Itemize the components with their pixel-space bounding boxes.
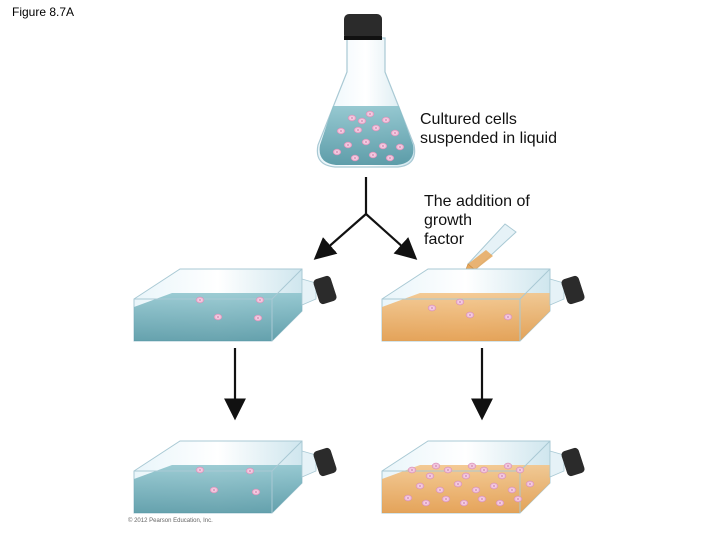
cell-icon: [435, 486, 445, 494]
culture-flask: [316, 14, 416, 168]
cell-icon: [368, 151, 378, 159]
cell-icon: [357, 117, 367, 125]
cell-icon: [479, 466, 489, 474]
callout-line: Cultured cells: [420, 111, 517, 128]
cell-icon: [525, 480, 535, 488]
dish-cap-icon: [313, 275, 337, 305]
copyright-text: © 2012 Pearson Education, Inc.: [128, 518, 213, 524]
cell-icon: [195, 466, 205, 474]
cell-icon: [336, 127, 346, 135]
cell-icon: [467, 462, 477, 470]
dish-cells: [195, 296, 535, 507]
cell-icon: [453, 480, 463, 488]
cell-icon: [459, 499, 469, 507]
cell-icon: [425, 472, 435, 480]
cell-icon: [332, 148, 342, 156]
cell-icon: [255, 296, 265, 304]
cell-icon: [515, 466, 525, 474]
flask-cells: [332, 110, 405, 162]
dish-cap-icon: [313, 447, 337, 477]
cell-icon: [353, 126, 363, 134]
cell-icon: [245, 467, 255, 475]
cell-icon: [390, 129, 400, 137]
cell-icon: [251, 488, 261, 496]
cell-icon: [343, 141, 353, 149]
cell-icon: [381, 116, 391, 124]
split-arrow: [313, 177, 418, 260]
cell-icon: [195, 296, 205, 304]
callout-line: growth: [424, 212, 473, 229]
callout-cultured-cells: Cultured cells suspended in liquid: [420, 110, 557, 148]
cell-icon: [213, 313, 223, 321]
cell-icon: [395, 143, 405, 151]
cell-icon: [513, 495, 523, 503]
cell-icon: [497, 472, 507, 480]
cell-icon: [371, 124, 381, 132]
cell-icon: [441, 495, 451, 503]
cell-icon: [455, 298, 465, 306]
cell-icon: [347, 114, 357, 122]
dish-cap-icon: [561, 447, 585, 477]
cell-icon: [477, 495, 487, 503]
cell-icon: [427, 304, 437, 312]
culture-dish-top-right: [381, 268, 585, 342]
culture-dish-bottom-left: [133, 440, 337, 514]
cell-icon: [495, 499, 505, 507]
cell-icon: [385, 154, 395, 162]
callout-line: The addition of: [424, 193, 530, 210]
cell-icon: [361, 138, 371, 146]
cell-icon: [403, 494, 413, 502]
cell-icon: [461, 472, 471, 480]
cell-icon: [415, 482, 425, 490]
callout-growth-factor: The addition of growth factor: [424, 192, 530, 249]
cell-icon: [253, 314, 263, 322]
culture-dish-bottom-right: [381, 440, 585, 514]
cell-icon: [503, 313, 513, 321]
cell-icon: [421, 499, 431, 507]
cell-icon: [489, 482, 499, 490]
culture-dish-top-left: [133, 268, 337, 342]
cell-icon: [507, 486, 517, 494]
cell-icon: [465, 311, 475, 319]
cell-icon: [407, 466, 417, 474]
callout-line: suspended in liquid: [420, 130, 557, 147]
cell-icon: [443, 466, 453, 474]
cell-icon: [365, 110, 375, 118]
cell-icon: [350, 154, 360, 162]
cell-icon: [471, 486, 481, 494]
down-arrows: [224, 348, 493, 421]
flask-cap-icon: [344, 14, 382, 40]
callout-line: factor: [424, 231, 465, 248]
cell-icon: [503, 462, 513, 470]
cell-icon: [209, 486, 219, 494]
figure-label: Figure 8.7A: [12, 5, 75, 19]
dish-cap-icon: [561, 275, 585, 305]
cell-icon: [431, 462, 441, 470]
cell-icon: [378, 142, 388, 150]
